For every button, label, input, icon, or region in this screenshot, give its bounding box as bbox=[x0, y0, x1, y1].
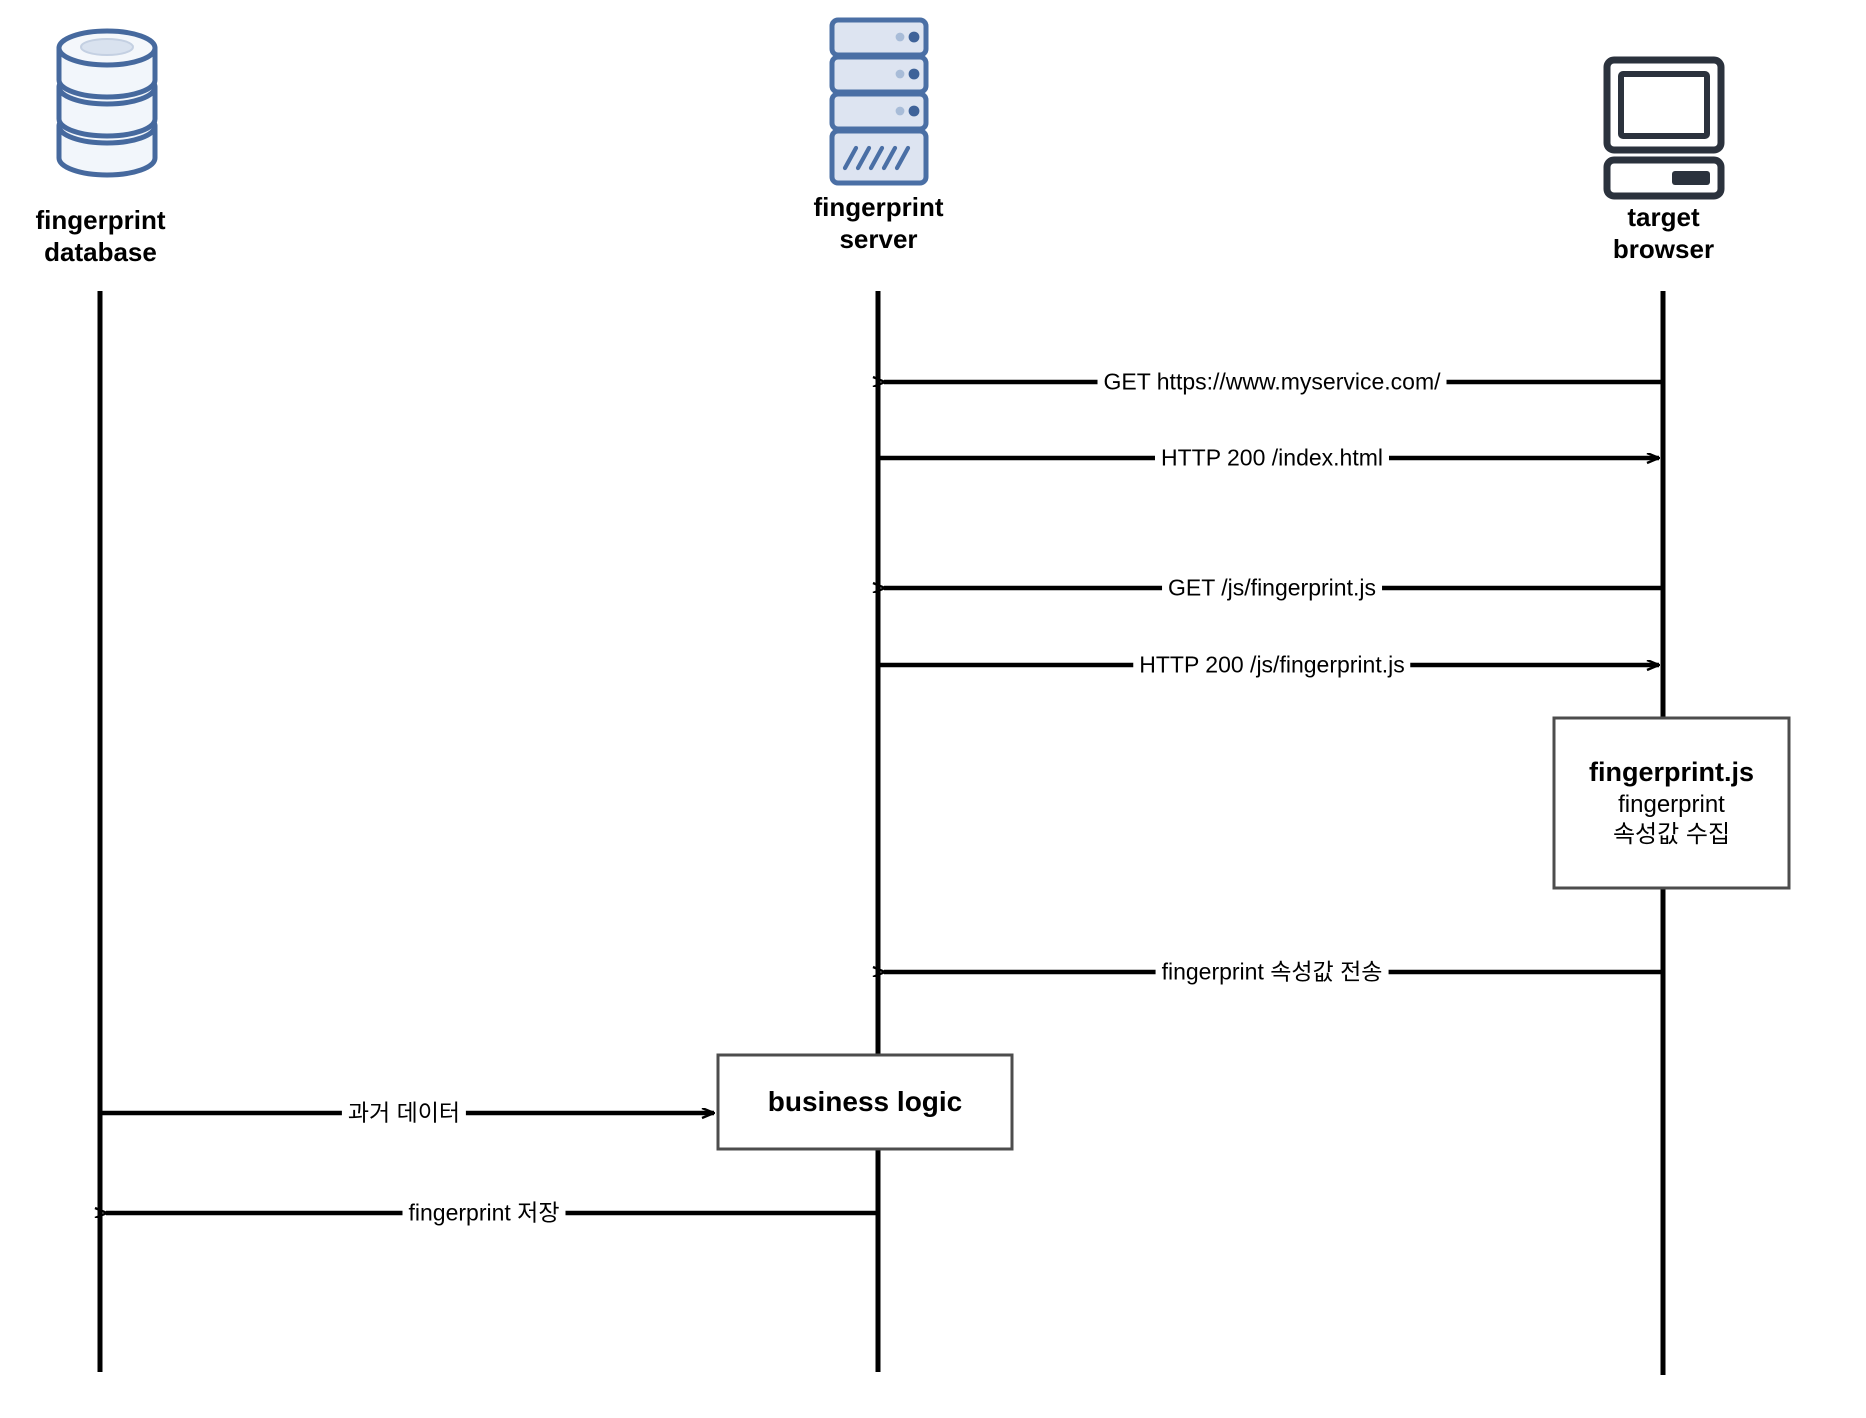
fingerprint-js-note-frame bbox=[1552, 716, 1791, 890]
message-label-m2: HTTP 200 /index.html bbox=[1154, 445, 1390, 471]
server-rack-icon bbox=[829, 17, 929, 186]
message-label-m3: GET /js/fingerprint.js bbox=[1162, 575, 1382, 601]
actor-label-browser: target browser bbox=[1612, 202, 1715, 264]
actor-label-server: fingerprint server bbox=[813, 192, 944, 254]
business-logic-box-title: business logic bbox=[767, 1086, 963, 1117]
database-cylinder-icon bbox=[56, 28, 158, 178]
fingerprint-js-note-title: fingerprint.js bbox=[1588, 757, 1754, 788]
fingerprint-js-note: fingerprint.js fingerprint 속성값 수집 bbox=[1554, 718, 1789, 888]
message-label-m5: fingerprint 속성값 전송 bbox=[1155, 959, 1389, 985]
actor-label-database: fingerprint database bbox=[35, 205, 166, 267]
message-label-m1: GET https://www.myservice.com/ bbox=[1097, 369, 1447, 395]
desktop-computer-icon bbox=[1603, 56, 1725, 200]
message-label-m4: HTTP 200 /js/fingerprint.js bbox=[1133, 652, 1411, 678]
business-logic-box-frame bbox=[716, 1053, 1014, 1151]
message-label-m6: 과거 데이터 bbox=[341, 1100, 467, 1126]
fingerprint-js-note-subtitle: fingerprint 속성값 수집 bbox=[1612, 791, 1731, 848]
business-logic-box: business logic bbox=[718, 1055, 1012, 1149]
message-label-m7: fingerprint 저장 bbox=[402, 1200, 566, 1226]
